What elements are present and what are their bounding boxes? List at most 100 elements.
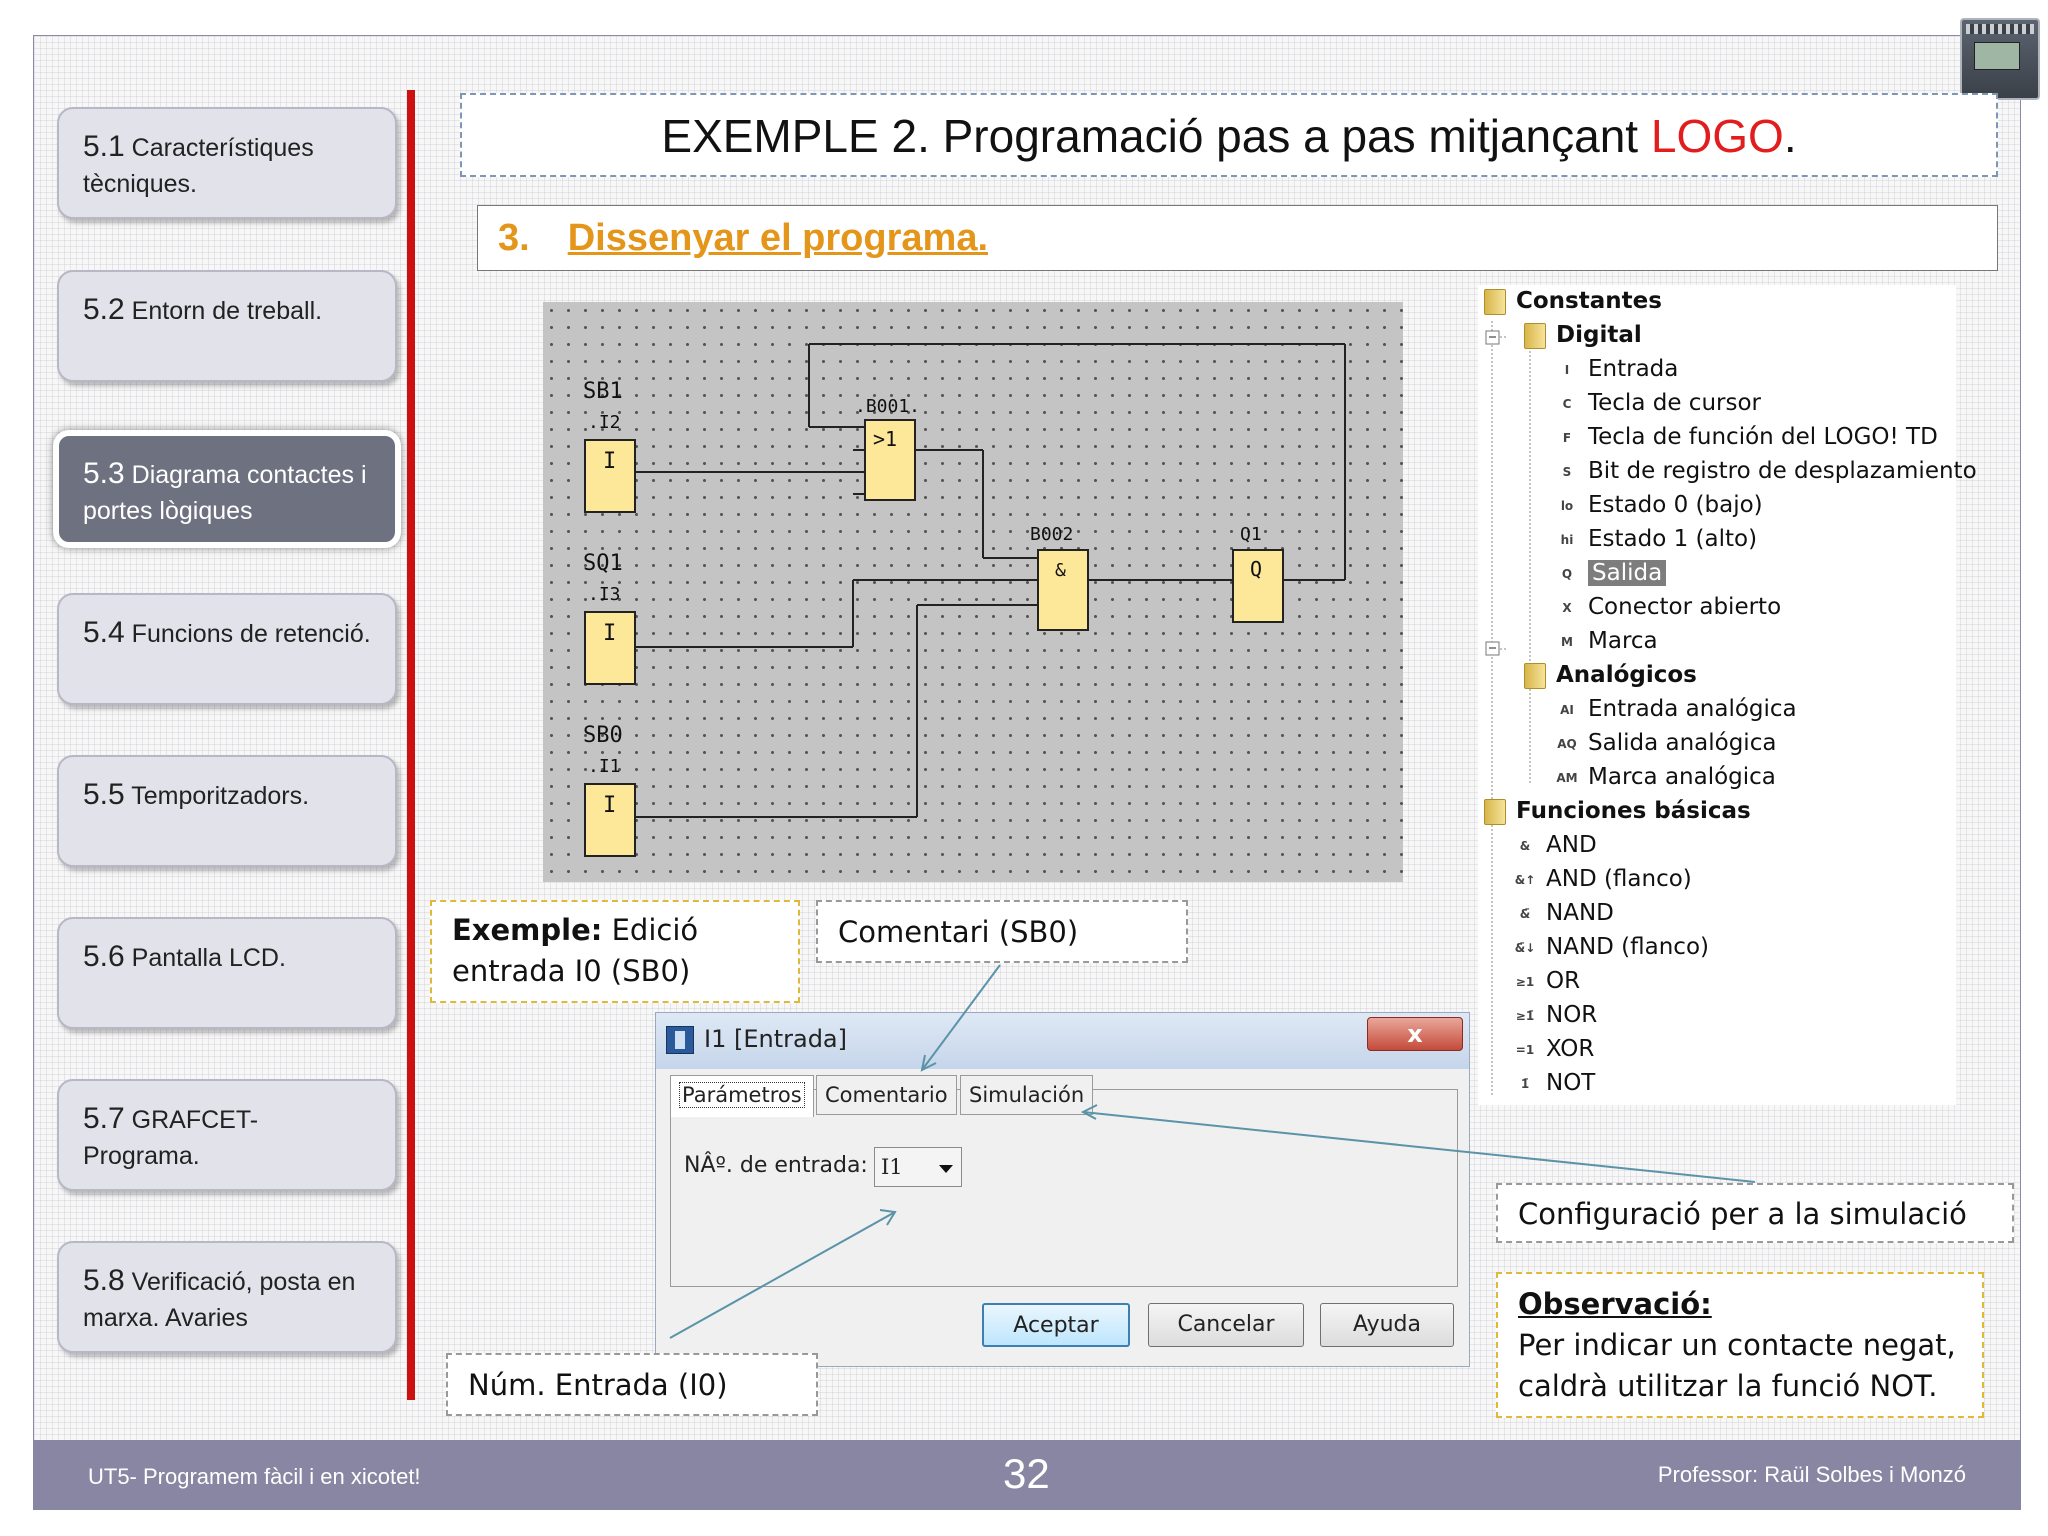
cancel-button[interactable]: Cancelar: [1148, 1303, 1304, 1347]
folder-icon: [1484, 288, 1506, 315]
analog-input-icon: AI: [1560, 702, 1574, 717]
tree-label: Entrada analógica: [1588, 696, 1797, 722]
input-number-select[interactable]: I1: [874, 1147, 962, 1187]
section-number: 3.: [498, 217, 530, 259]
input-comment-sb1: SB1: [583, 379, 623, 404]
tree-label: Bit de registro de desplazamiento: [1588, 458, 1977, 484]
nav-item-5-2[interactable]: 5.2 Entorn de treball.: [57, 270, 397, 382]
logo-device-icon: [1960, 18, 2040, 100]
tree-label: NOT: [1546, 1070, 1596, 1096]
function-key-icon: F: [1562, 430, 1572, 445]
callout-observacio: Observació: Per indicar un contacte nega…: [1496, 1272, 1984, 1418]
output-name-q1: Q1: [1240, 524, 1262, 545]
input-number-label: NÂº. de entrada:: [684, 1153, 868, 1178]
block-symbol-or: >1: [873, 427, 897, 451]
tree-label: Entrada: [1588, 356, 1679, 382]
nav-item-5-4[interactable]: 5.4 Funcions de retenció.: [57, 593, 397, 705]
nav-item-5-1[interactable]: 5.1 Característiques tècniques.: [57, 107, 397, 219]
tree-item-and-flanco[interactable]: &↑AND (flanco): [1512, 863, 1692, 895]
tree-item-and[interactable]: &AND: [1512, 829, 1597, 861]
input-comment-sq1: SQ1: [583, 551, 623, 576]
tab-panel: [670, 1089, 1458, 1287]
tree-folder-funciones-basicas[interactable]: Funciones básicas: [1484, 795, 1751, 827]
nav-label: Funcions de retenció.: [131, 620, 371, 648]
and-gate-icon: &: [1519, 838, 1531, 853]
block-symbol-and: &: [1055, 560, 1066, 581]
nor-gate-icon: ≥1̄: [1515, 1008, 1535, 1023]
nand-edge-icon: &̄↓: [1514, 940, 1536, 955]
callout-num-entrada: Núm. Entrada (I0): [446, 1353, 818, 1416]
tree-folder-constantes[interactable]: Constantes: [1484, 285, 1662, 317]
nand-gate-icon: &̄: [1519, 906, 1531, 921]
tree-item-not[interactable]: 1̄ NOT: [1512, 1067, 1596, 1099]
dialog-titlebar[interactable]: I1 [Entrada] x: [656, 1013, 1469, 1069]
help-button[interactable]: Ayuda: [1320, 1303, 1454, 1347]
callout-text: Per indicar un contacte negat, caldrà ut…: [1518, 1328, 1956, 1403]
select-value: I1: [881, 1155, 903, 1179]
shift-register-icon: S: [1562, 464, 1572, 479]
app-icon: [666, 1026, 694, 1054]
nav-item-5-7[interactable]: 5.7 GRAFCET-Programa.: [57, 1079, 397, 1191]
section-heading: 3.Dissenyar el programa.: [477, 205, 1998, 271]
input-symbol: I: [603, 793, 616, 818]
nav-number: 5.1: [83, 130, 125, 163]
tree-item-or[interactable]: ≥1 OR: [1512, 965, 1580, 997]
folder-icon: [1524, 322, 1546, 349]
folder-icon: [1524, 662, 1546, 689]
tree-label: OR: [1546, 968, 1581, 994]
title-accent: LOGO: [1650, 110, 1784, 162]
tree-item-nand[interactable]: &̄NAND: [1512, 897, 1614, 929]
tab-comentario[interactable]: Comentario: [816, 1075, 957, 1115]
input-properties-dialog[interactable]: I1 [Entrada] x Parámetros Comentario Sim…: [655, 1012, 1470, 1367]
tree-item-nor[interactable]: ≥1̄NOR: [1512, 999, 1598, 1031]
tab-simulacion[interactable]: Simulación: [960, 1075, 1094, 1115]
nav-number: 5.4: [83, 616, 125, 649]
tree-item-nand-flanco[interactable]: &̄↓NAND (flanco): [1512, 931, 1709, 963]
tree-folder-analogicos[interactable]: Analógicos: [1524, 659, 1697, 691]
nav-number: 5.8: [83, 1264, 125, 1297]
block-name-b002: B002: [1030, 524, 1073, 545]
divider-bar: [407, 90, 415, 1400]
analog-flag-icon: AM: [1556, 770, 1578, 785]
not-gate-icon: 1̄: [1520, 1076, 1530, 1091]
page-title: EXEMPLE 2. Programació pas a pas mitjanç…: [460, 93, 1998, 177]
and-edge-icon: &↑: [1514, 872, 1536, 887]
cursor-key-icon: C: [1562, 396, 1572, 411]
analog-output-icon: AQ: [1557, 736, 1577, 751]
nav-number: 5.7: [83, 1102, 125, 1135]
tree-item-entrada-analogica[interactable]: AI Entrada analógica: [1554, 693, 1797, 725]
folder-icon: [1484, 798, 1506, 825]
callout-text: Edició entrada I0 (SB0): [452, 913, 699, 988]
nav-label: Entorn de treball.: [131, 297, 323, 325]
page-number: 32: [1003, 1450, 1050, 1497]
tab-parametros[interactable]: Parámetros: [670, 1075, 814, 1117]
nav-label: Temporitzadors.: [131, 782, 310, 810]
nav-item-5-3[interactable]: 5.3 Diagrama contactes i portes lògiques: [53, 430, 401, 548]
tree-item-bit-registro[interactable]: S Bit de registro de desplazamiento: [1554, 455, 1977, 487]
tree-folder-digital[interactable]: Digital: [1524, 319, 1642, 351]
callout-exemple: Exemple: Edició entrada I0 (SB0): [430, 900, 800, 1003]
title-text: EXEMPLE 2. Programació pas a pas mitjanç…: [661, 110, 1651, 162]
accept-button[interactable]: Aceptar: [982, 1303, 1130, 1347]
nav-item-5-8[interactable]: 5.8 Verificació, posta en marxa. Avaries: [57, 1241, 397, 1353]
input-symbol: I: [603, 621, 616, 646]
close-button[interactable]: x: [1367, 1017, 1463, 1051]
nav-item-5-6[interactable]: 5.6 Pantalla LCD.: [57, 917, 397, 1029]
or-gate-icon: ≥1: [1515, 974, 1535, 989]
logo-function-diagram[interactable]: SB1 .I2 I SQ1 .I3 I SB0 .I1 I .B001. >1 …: [543, 302, 1403, 882]
tab-label: Simulación: [969, 1083, 1085, 1107]
nav-item-5-5[interactable]: 5.5 Temporitzadors.: [57, 755, 397, 867]
input-address-i1: .I1: [588, 756, 621, 777]
